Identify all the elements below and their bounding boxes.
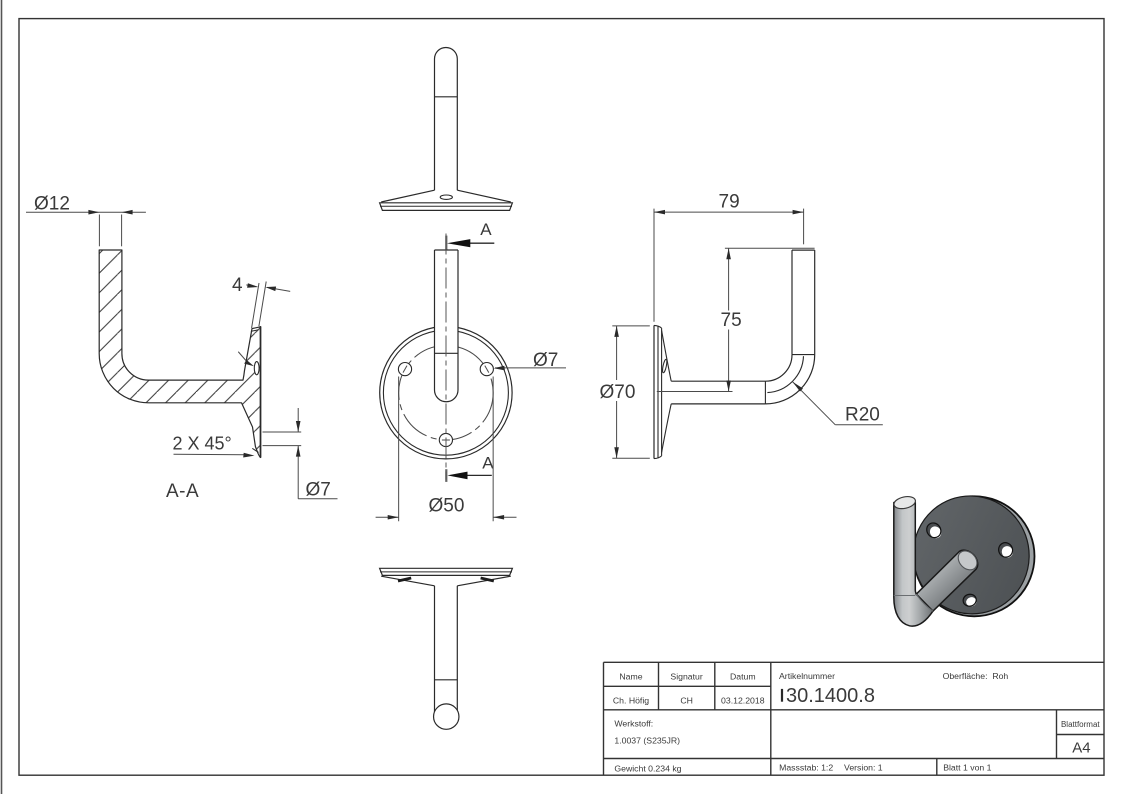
svg-text:A: A [480,220,492,239]
svg-text:Ø7: Ø7 [306,480,331,501]
svg-text:1.0037 (S235JR): 1.0037 (S235JR) [614,736,680,746]
svg-text:Blattformat: Blattformat [1061,720,1100,729]
svg-text:2 X 45°: 2 X 45° [173,434,232,454]
svg-text:Ø7: Ø7 [533,350,558,371]
svg-text:Gewicht 0.234 kg: Gewicht 0.234 kg [614,763,681,773]
svg-text:CH: CH [680,695,693,705]
svg-text:A: A [482,454,494,473]
svg-text:4: 4 [232,275,243,296]
svg-text:Ch. Höfig: Ch. Höfig [613,695,649,705]
svg-text:Ø70: Ø70 [600,382,636,403]
svg-text:79: 79 [719,192,740,213]
svg-text:Blatt 1 von 1: Blatt 1 von 1 [943,762,991,772]
svg-text:30.1400.8: 30.1400.8 [786,685,875,707]
svg-text:03.12.2018: 03.12.2018 [721,695,765,705]
svg-text:Signatur: Signatur [670,672,702,682]
svg-text:Datum: Datum [730,672,756,682]
svg-text:Name: Name [619,672,642,682]
svg-text:75: 75 [721,310,742,331]
svg-text:Massstab: 1:2: Massstab: 1:2 [779,762,833,772]
svg-text:A-A: A-A [166,481,199,502]
svg-text:Version: 1: Version: 1 [844,762,883,772]
svg-text:Ø12: Ø12 [34,194,70,215]
svg-text:A4: A4 [1072,740,1090,757]
svg-text:Werkstoff:: Werkstoff: [614,718,653,728]
svg-text:Oberfläche: Roh: Oberfläche: Roh [943,671,1009,681]
svg-text:Ø50: Ø50 [429,496,465,517]
svg-text:R20: R20 [845,404,880,425]
svg-text:Artikelnummer: Artikelnummer [779,671,835,681]
